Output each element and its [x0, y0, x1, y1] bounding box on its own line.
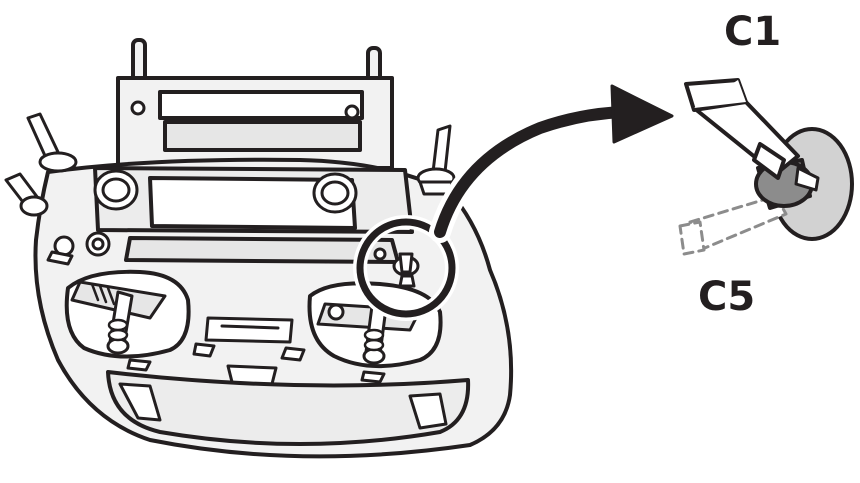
lower-panel	[106, 370, 471, 446]
label-c5: C5	[698, 274, 755, 320]
transmitter-illustration	[4, 38, 514, 459]
lever-position-c5	[678, 194, 788, 256]
center-controls	[126, 316, 386, 390]
screen-panel	[148, 176, 357, 230]
right-gimbal	[307, 281, 443, 369]
carry-handle	[116, 38, 394, 170]
right-top-switch	[416, 124, 456, 196]
highlight-ring	[353, 215, 459, 321]
lever-position-c1	[684, 78, 800, 180]
trim-dials	[93, 169, 358, 214]
curved-callout-arrow	[429, 84, 674, 243]
label-c1: C1	[724, 9, 781, 55]
switch-detail	[678, 78, 854, 256]
left-gimbal	[64, 269, 191, 359]
left-switches	[4, 112, 111, 266]
highlighted-switch	[373, 247, 420, 288]
